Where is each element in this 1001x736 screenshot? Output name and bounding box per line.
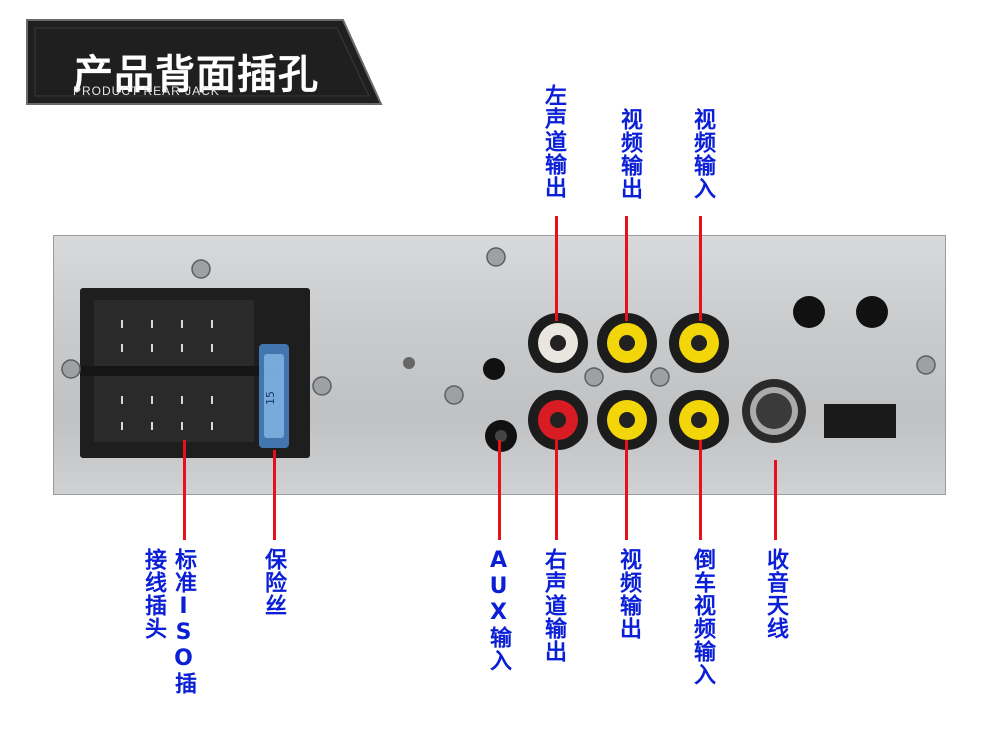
label-aux-in: AUX输入	[486, 548, 511, 672]
label-iso-plug-line1: 标准ISO插	[171, 548, 196, 695]
pointer-right-audio-out	[555, 440, 558, 540]
pointer-video-out-bottom	[625, 440, 628, 540]
label-video-out-bottom: 视频输出	[616, 548, 641, 640]
rca-reverse-video-in	[669, 390, 729, 450]
rca-left-audio-out	[528, 313, 588, 373]
pointer-fuse	[273, 450, 276, 540]
mounting-screws	[61, 247, 936, 405]
label-left-audio-out: 左声道输出	[541, 84, 566, 199]
pointer-video-in	[699, 216, 702, 321]
label-right-audio-out: 右声道输出	[541, 548, 566, 663]
pointer-radio-antenna	[774, 460, 777, 540]
pointer-video-out-top	[625, 216, 628, 321]
rca-video-out-1	[597, 313, 657, 373]
title-banner: 产品背面插孔 PRODUCT REAR JACK	[25, 18, 385, 106]
label-video-in: 视频输入	[690, 108, 715, 200]
label-fuse: 保险丝	[261, 548, 286, 617]
label-reverse-video-in: 倒车视频输入	[690, 548, 715, 686]
iso-connector	[80, 288, 310, 458]
fuse-rating: 15	[264, 391, 277, 405]
panel-holes	[403, 296, 896, 438]
page-title: 产品背面插孔	[73, 52, 319, 98]
label-video-out-top: 视频输出	[617, 108, 642, 200]
page-subtitle: PRODUCT REAR JACK	[73, 84, 220, 98]
rca-video-in	[669, 313, 729, 373]
fuse: 15	[259, 344, 289, 448]
pointer-left-audio-out	[555, 216, 558, 321]
rca-right-audio-out	[528, 390, 588, 450]
banner-shape	[26, 19, 383, 105]
pointer-iso-plug	[183, 440, 186, 540]
pointer-aux-in	[498, 440, 501, 540]
aux-jack	[485, 420, 517, 452]
label-radio-antenna: 收音天线	[763, 548, 788, 640]
antenna-socket	[742, 379, 806, 443]
pointer-reverse-video-in	[699, 440, 702, 540]
rca-video-out-2	[597, 390, 657, 450]
label-iso-plug-line2: 接线插头	[141, 548, 166, 640]
